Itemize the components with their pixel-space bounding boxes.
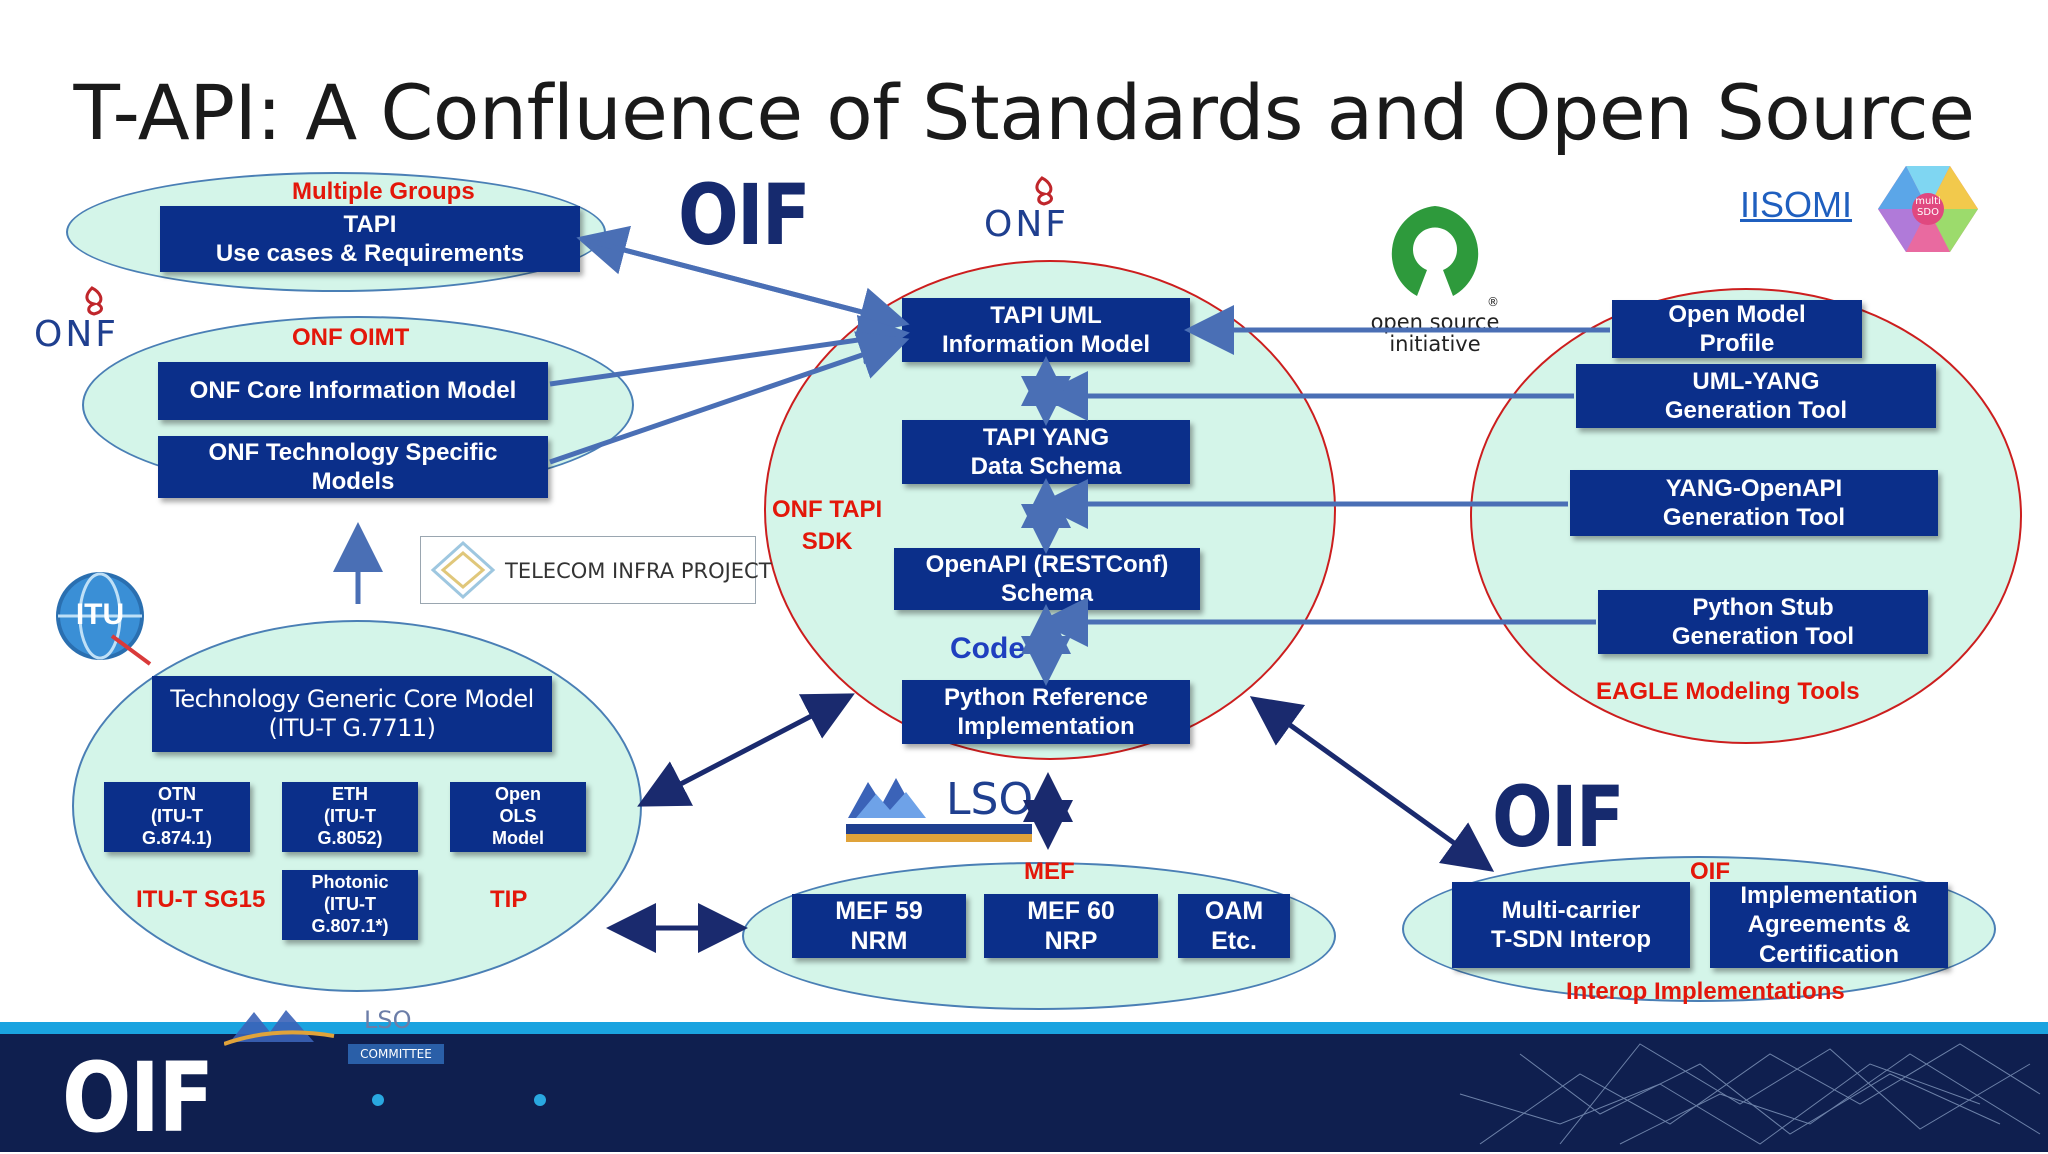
tapi-uml-box: TAPI UML Information Model — [902, 298, 1190, 362]
oif-group-label: OIF — [1690, 858, 1730, 885]
lso-mountain-icon — [223, 1010, 335, 1046]
lso-wordmark: LSO — [946, 774, 1034, 825]
mef59-box: MEF 59 NRM — [792, 894, 966, 958]
multi-sdo-text: multi SDO — [1915, 196, 1941, 218]
tip-label: TIP — [490, 886, 528, 913]
tip-diamond-icon — [430, 540, 496, 600]
footer-stripe — [0, 1022, 2048, 1034]
multi-sdo-hexagon-icon — [1878, 166, 1978, 252]
lso-footer-wordmark: LSO — [364, 1006, 412, 1034]
eagle-tool-links — [1038, 305, 1610, 647]
code-label: Code — [950, 632, 1025, 665]
iisomi-link[interactable]: IISOMI — [1740, 184, 1853, 225]
onf-flame-icon — [1035, 176, 1053, 206]
itu-globe-icon — [56, 572, 152, 666]
multi-carrier-interop-box: Multi-carrier T-SDN Interop — [1452, 882, 1690, 968]
photonic-box: Photonic (ITU-T G.807.1*) — [282, 870, 418, 940]
onf-tech-models-box: ONF Technology Specific Models — [158, 436, 548, 498]
footer-dot — [372, 1094, 384, 1106]
osi-keyhole-icon: ® — [1391, 206, 1499, 309]
multiple-groups-label: Multiple Groups — [292, 178, 475, 205]
slide-title: T-API: A Confluence of Standards and Ope… — [73, 68, 1975, 157]
onf-core-model-box: ONF Core Information Model — [158, 362, 548, 420]
uml-bidirectional-link — [576, 225, 910, 337]
onf-logo-top: ONF — [984, 176, 1104, 246]
implementation-agreements-box: Implementation Agreements & Certificatio… — [1710, 882, 1948, 968]
itu-logo: ITU — [50, 566, 154, 666]
open-ols-box: Open OLS Model — [450, 782, 586, 852]
lso-footer-logo: LSO COMMITTEE — [223, 1006, 444, 1066]
oif-footer-logo: OIF — [62, 1042, 214, 1154]
yang-openapi-tool-box: YANG-OpenAPI Generation Tool — [1570, 470, 1938, 536]
onf-wordmark: ONF — [34, 314, 119, 355]
otn-box: OTN (ITU-T G.874.1) — [104, 782, 250, 852]
tip-logo: TELECOM INFRA PROJECT — [420, 536, 772, 604]
uml-yang-tool-box: UML-YANG Generation Tool — [1576, 364, 1936, 428]
python-reference-box: Python Reference Implementation — [902, 680, 1190, 744]
onf-tapi-sdk-label: ONF TAPI SDK — [772, 496, 883, 556]
multi-sdo-logo: multi SDO — [1876, 164, 1980, 254]
footer-dot — [534, 1094, 546, 1106]
python-stub-tool-box: Python Stub Generation Tool — [1598, 590, 1928, 654]
onf-oimt-label: ONF OIMT — [292, 324, 410, 351]
oif-logo-right: OIF — [1492, 768, 1625, 866]
footer-band — [0, 1022, 2048, 1152]
tapi-yang-box: TAPI YANG Data Schema — [902, 420, 1190, 484]
eagle-label: EAGLE Modeling Tools — [1596, 678, 1860, 705]
oif-logo-top: OIF — [678, 166, 811, 264]
onf-flame-icon — [85, 286, 103, 316]
itu-generic-core-box: Technology Generic Core Model (ITU-T G.7… — [152, 676, 552, 752]
interop-implementations-label: Interop Implementations — [1566, 978, 1845, 1005]
tapi-use-cases-box: TAPI Use cases & Requirements — [160, 206, 580, 272]
lso-committee-text: COMMITTEE — [348, 1044, 444, 1064]
itu-sg15-label: ITU-T SG15 — [136, 886, 266, 913]
oam-box: OAM Etc. — [1178, 894, 1290, 958]
network-mesh-graphic — [1459, 1043, 2041, 1145]
onf-wordmark: ONF — [984, 204, 1069, 245]
external-links — [606, 693, 1495, 953]
itu-wordmark: ITU — [75, 598, 125, 631]
svg-text:®: ® — [1487, 295, 1499, 308]
lso-logo: LSO — [846, 770, 1034, 844]
mef-label: MEF — [1024, 858, 1075, 885]
mef60-box: MEF 60 NRP — [984, 894, 1158, 958]
open-model-profile-box: Open Model Profile — [1612, 300, 1862, 358]
eth-box: ETH (ITU-T G.8052) — [282, 782, 418, 852]
onf-logo-left: ONF — [34, 286, 154, 356]
osi-line2: initiative — [1389, 332, 1481, 356]
onf-to-uml-links — [333, 314, 910, 604]
lso-mountain-icon — [846, 778, 1032, 842]
tip-wordmark: TELECOM INFRA PROJECT — [505, 559, 772, 583]
